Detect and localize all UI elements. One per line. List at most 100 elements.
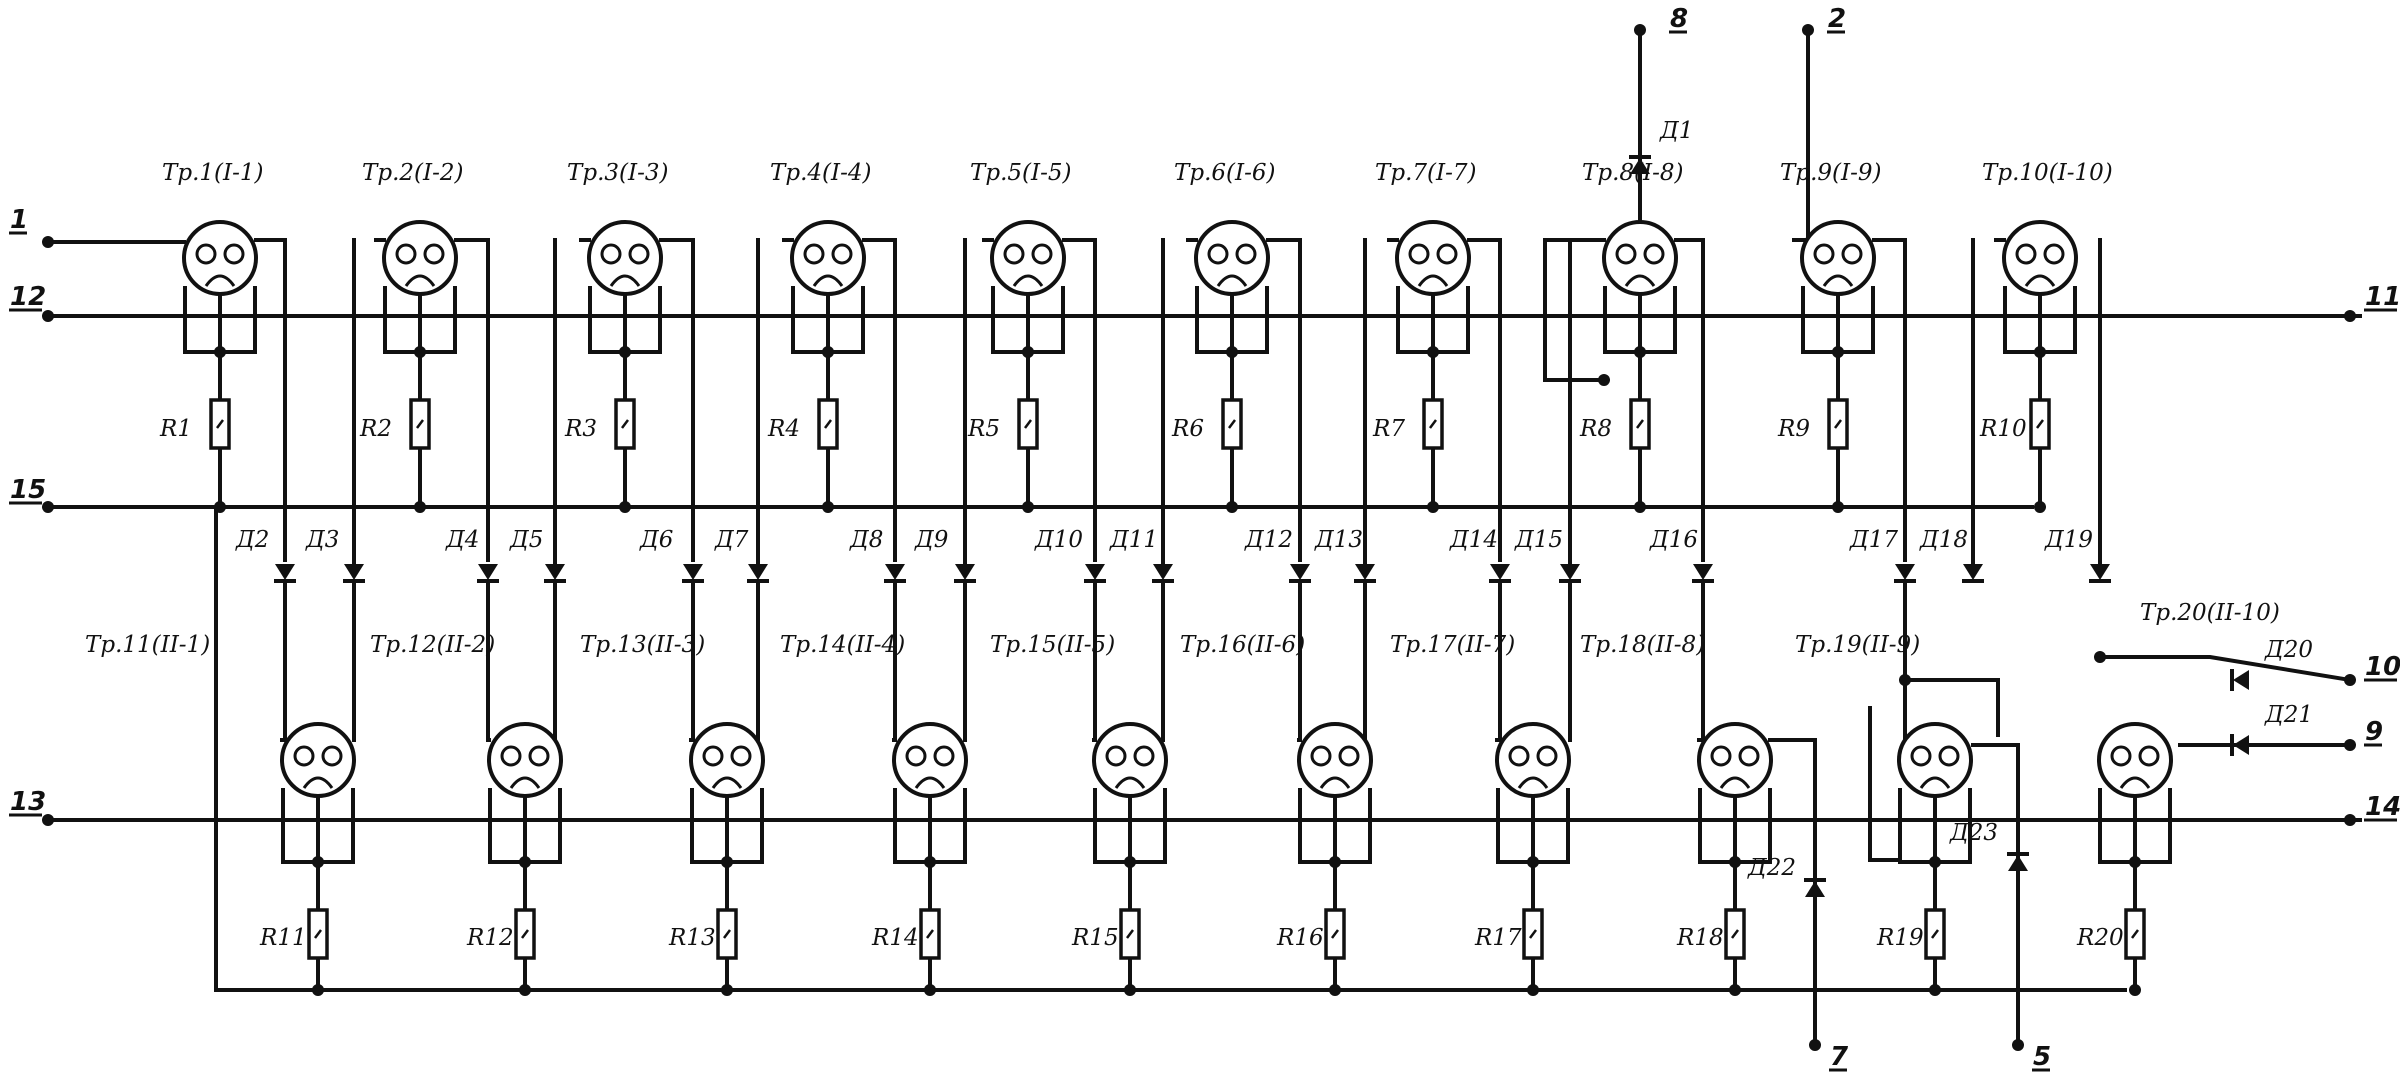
resistor-label-bottom-6: R16 xyxy=(1276,925,1324,951)
tr19-loop xyxy=(1868,706,1902,862)
transistor-bottom-5 xyxy=(1092,722,1168,798)
transistor-contact xyxy=(1105,745,1127,767)
resistor-label-bottom-2: R12 xyxy=(466,925,514,951)
transistor-body xyxy=(790,220,866,296)
transistor-contact xyxy=(1207,243,1229,265)
diode-triangle xyxy=(2008,855,2028,871)
diode-triangle xyxy=(955,564,975,580)
resistor-mark xyxy=(2036,419,2044,429)
diode-label-4: Д4 xyxy=(445,527,479,553)
transistor-contact xyxy=(1719,776,1751,789)
resistor-mark xyxy=(1228,419,1236,429)
transistor-contact xyxy=(2024,274,2056,287)
diode-triangle xyxy=(2233,670,2249,690)
junction-dot xyxy=(822,501,834,513)
transistor-top-7 xyxy=(1395,220,1471,296)
transistor-contact xyxy=(404,274,436,287)
pin-10-label: 10 xyxy=(2365,652,2400,682)
resistor-mark xyxy=(926,929,934,939)
diode-label-3: Д3 xyxy=(305,527,339,553)
transistor-contact xyxy=(1738,745,1760,767)
resistor-bottom-3 xyxy=(716,908,738,960)
diode-19 xyxy=(2089,564,2111,583)
transistor-body xyxy=(382,220,458,296)
resistor-label-bottom-8: R18 xyxy=(1676,925,1724,951)
diode-triangle xyxy=(2090,564,2110,580)
junction-dot xyxy=(42,310,54,322)
transistor-body xyxy=(1897,722,1973,798)
junction-dot xyxy=(519,856,531,868)
junction-dot xyxy=(2344,674,2356,686)
junction-dot xyxy=(2344,739,2356,751)
transistor-contact xyxy=(1536,745,1558,767)
transistor-label-bottom-3: Тр.13(II-3) xyxy=(580,632,705,658)
diode-label-13: Д13 xyxy=(1314,527,1363,553)
transistor-label-bottom-6: Тр.16(II-6) xyxy=(1180,632,1305,658)
junction-dot xyxy=(1226,346,1238,358)
diode-22 xyxy=(1804,878,1826,897)
pin-5-label: 5 xyxy=(2033,1042,2051,1072)
lead-to-7 xyxy=(1768,738,1817,1047)
junction-dot xyxy=(2094,651,2106,663)
transistor-contact xyxy=(509,776,541,789)
diode-21 xyxy=(2230,734,2249,756)
transistor-body xyxy=(2002,220,2078,296)
collector-lead xyxy=(454,238,490,562)
diode-label-5: Д5 xyxy=(509,527,543,553)
transistor-contact xyxy=(1408,243,1430,265)
junction-dot xyxy=(42,814,54,826)
diode-label-17: Д17 xyxy=(1849,527,1898,553)
transistor-body xyxy=(1092,722,1168,798)
pin-8-label: 8 xyxy=(1670,4,1688,34)
pin-15-label: 15 xyxy=(10,475,46,505)
junction-dot xyxy=(1527,984,1539,996)
diode-label-16: Д16 xyxy=(1649,527,1698,553)
transistor-contact xyxy=(204,274,236,287)
resistor-label-top-10: R10 xyxy=(1979,416,2027,442)
resistor-mark xyxy=(1834,419,1842,429)
diode-label-12: Д12 xyxy=(1244,527,1293,553)
resistor-bottom-8 xyxy=(1724,908,1746,960)
transistor-label-bottom-8: Тр.18(II-8) xyxy=(1580,632,1705,658)
diode-13 xyxy=(1354,564,1376,583)
resistor-bottom-9 xyxy=(1924,908,1946,960)
pin-2-label: 2 xyxy=(1828,4,1846,34)
resistor-label-bottom-9: R19 xyxy=(1876,925,1924,951)
diode-18 xyxy=(1962,564,1984,583)
collector-lead xyxy=(1674,238,1705,562)
transistor-bottom-3 xyxy=(689,722,765,798)
diode-label-7: Д7 xyxy=(714,527,749,553)
transistor-contact xyxy=(1436,243,1458,265)
junction-dot xyxy=(214,501,226,513)
diode-11 xyxy=(1152,564,1174,583)
diode-6 xyxy=(682,564,704,583)
transistor-top-6 xyxy=(1194,220,1270,296)
junction-dot xyxy=(214,346,226,358)
resistor-label-bottom-3: R13 xyxy=(668,925,716,951)
junction-dot xyxy=(924,984,936,996)
junction-dot xyxy=(1832,501,1844,513)
transistor-contact xyxy=(2043,243,2065,265)
collector-lead xyxy=(659,238,695,562)
diode-triangle xyxy=(748,564,768,580)
transistor-body xyxy=(1602,220,1678,296)
transistor-contact xyxy=(1338,745,1360,767)
resistor-mark xyxy=(216,419,224,429)
transistor-top-3 xyxy=(587,220,663,296)
transistor-label-top-6: Тр.6(I-6) xyxy=(1174,160,1275,186)
junction-dot xyxy=(721,856,733,868)
resistor-label-top-2: R2 xyxy=(359,416,392,442)
transistor-contact xyxy=(803,243,825,265)
transistor-contact xyxy=(2119,776,2151,789)
transistor-contact xyxy=(609,274,641,287)
junction-dot xyxy=(2344,814,2356,826)
transistor-contact xyxy=(1508,745,1530,767)
junction-dot xyxy=(2034,346,2046,358)
diode-9 xyxy=(954,564,976,583)
pin-14-label: 14 xyxy=(2365,792,2400,822)
diode-5 xyxy=(544,564,566,583)
junction-dot xyxy=(1729,984,1741,996)
diode-12 xyxy=(1289,564,1311,583)
junction-dot xyxy=(1022,346,1034,358)
junction-dot xyxy=(2129,856,2141,868)
